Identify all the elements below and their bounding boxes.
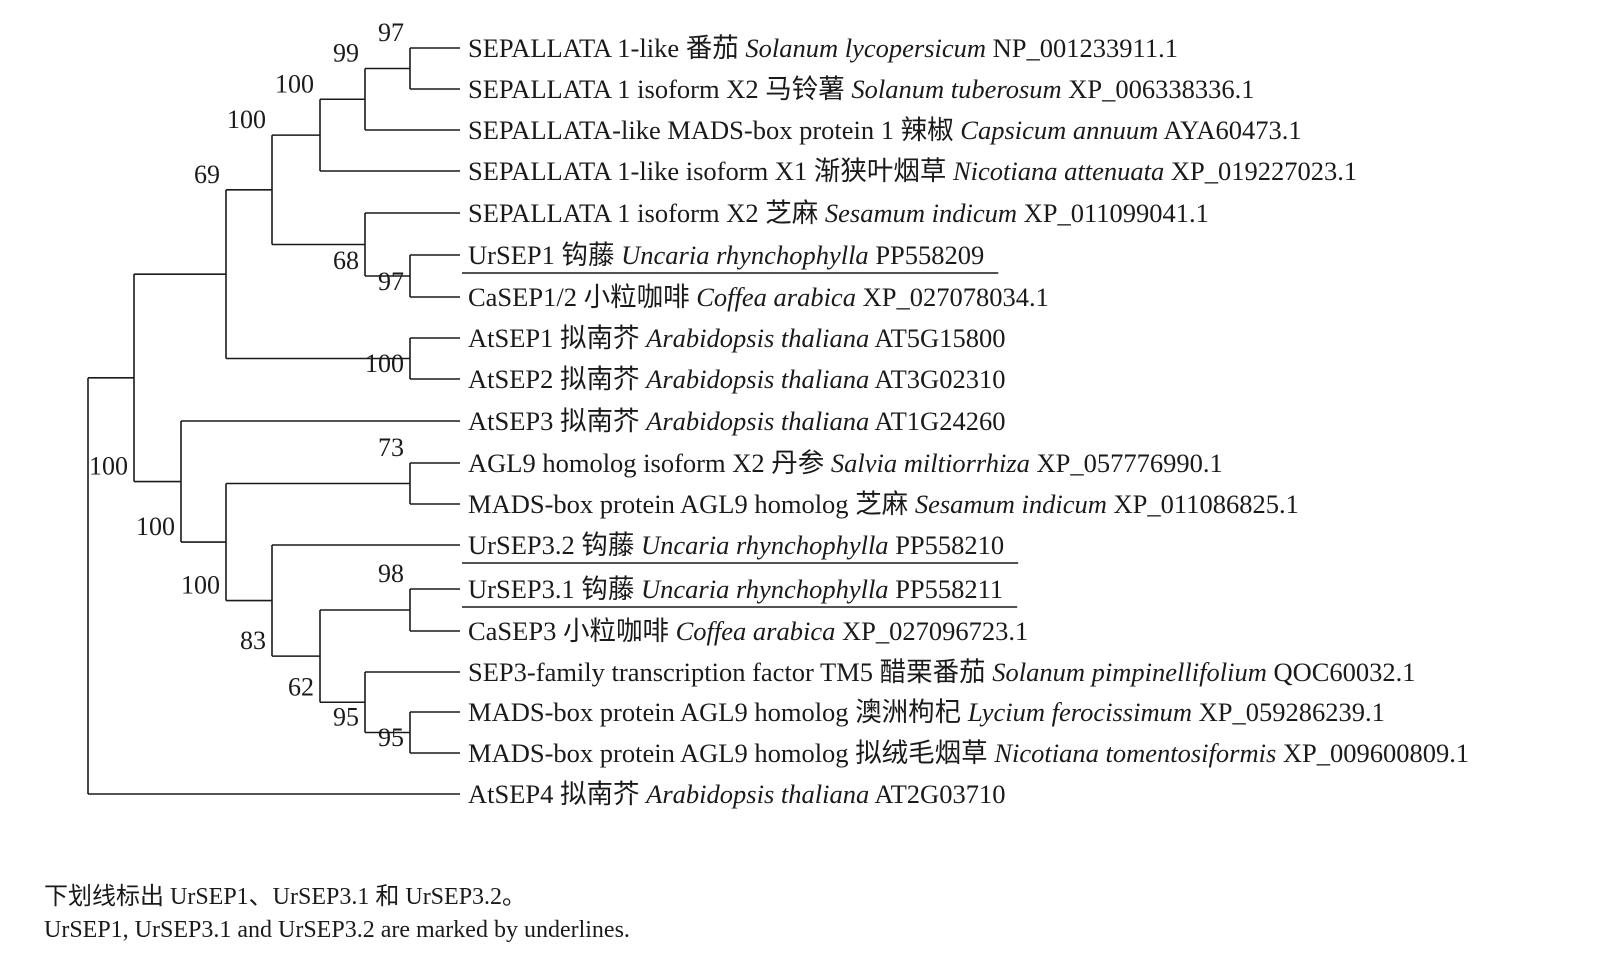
bootstrap-value: 97: [378, 18, 404, 47]
tree-branches: [87, 47, 460, 795]
taxon-label: SEPALLATA-like MADS-box protein 1 辣椒 Cap…: [468, 115, 1302, 145]
bootstrap-value: 100: [275, 69, 314, 98]
bootstrap-value: 99: [333, 39, 359, 68]
taxon-label: MADS-box protein AGL9 homolog 澳洲枸杞 Lyciu…: [468, 697, 1385, 727]
taxon-label: UrSEP3.2 钩藤 Uncaria rhynchophylla PP5582…: [468, 530, 1004, 560]
bootstrap-value: 100: [89, 452, 128, 481]
taxon-label: AtSEP2 拟南芥 Arabidopsis thaliana AT3G0231…: [468, 364, 1005, 394]
taxon-label: SEPALLATA 1 isoform X2 马铃薯 Solanum tuber…: [468, 74, 1255, 104]
bootstrap-value: 97: [378, 267, 404, 296]
taxon-label: AtSEP4 拟南芥 Arabidopsis thaliana AT2G0371…: [468, 779, 1005, 809]
bootstrap-value: 100: [136, 512, 175, 541]
bootstrap-value: 95: [333, 703, 359, 732]
bootstrap-value: 95: [378, 723, 404, 752]
bootstrap-value: 62: [288, 672, 314, 701]
taxon-label: CaSEP3 小粒咖啡 Coffea arabica XP_027096723.…: [468, 616, 1028, 646]
phylogenetic-tree: 9799100976810010069739895956283100100100…: [87, 18, 1469, 809]
bootstrap-value: 69: [194, 160, 220, 189]
bootstrap-value: 83: [240, 626, 266, 655]
bootstrap-value: 73: [378, 433, 404, 462]
taxon-label: MADS-box protein AGL9 homolog 芝麻 Sesamum…: [468, 489, 1299, 519]
taxon-label: AtSEP1 拟南芥 Arabidopsis thaliana AT5G1580…: [468, 323, 1005, 353]
taxon-label: AtSEP3 拟南芥 Arabidopsis thaliana AT1G2426…: [468, 406, 1005, 436]
bootstrap-value: 98: [378, 559, 404, 588]
taxon-label: SEP3-family transcription factor TM5 醋栗番…: [468, 657, 1416, 687]
bootstrap-value: 100: [227, 105, 266, 134]
bootstrap-value: 100: [365, 349, 404, 378]
caption-english: UrSEP1, UrSEP3.1 and UrSEP3.2 are marked…: [44, 917, 630, 943]
taxon-label: MADS-box protein AGL9 homolog 拟绒毛烟草 Nico…: [468, 738, 1469, 768]
taxon-label: CaSEP1/2 小粒咖啡 Coffea arabica XP_02707803…: [468, 282, 1049, 312]
bootstrap-value: 100: [181, 571, 220, 600]
taxon-label: SEPALLATA 1-like isoform X1 渐狭叶烟草 Nicoti…: [468, 156, 1357, 186]
taxon-label: AGL9 homolog isoform X2 丹参 Salvia miltio…: [468, 448, 1223, 478]
taxon-label: UrSEP3.1 钩藤 Uncaria rhynchophylla PP5582…: [468, 574, 1003, 604]
bootstrap-value: 68: [333, 246, 359, 275]
taxon-labels: SEPALLATA 1-like 番茄 Solanum lycopersicum…: [462, 33, 1469, 809]
caption-chinese: 下划线标出 UrSEP1、UrSEP3.1 和 UrSEP3.2。: [44, 884, 527, 910]
taxon-label: SEPALLATA 1 isoform X2 芝麻 Sesamum indicu…: [468, 198, 1209, 228]
taxon-label: UrSEP1 钩藤 Uncaria rhynchophylla PP558209: [468, 240, 984, 270]
taxon-label: SEPALLATA 1-like 番茄 Solanum lycopersicum…: [468, 33, 1178, 63]
